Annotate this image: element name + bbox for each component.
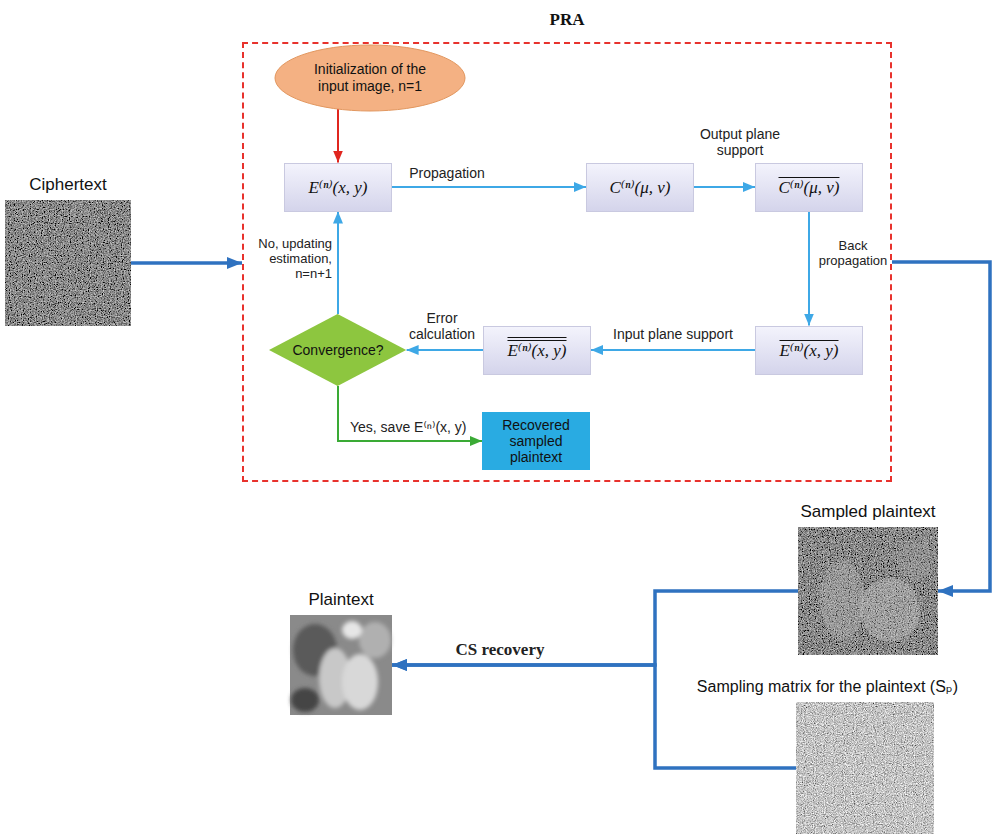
edge-label: Error calculation xyxy=(404,310,480,342)
math-label: E⁽ⁿ⁾(x, y) xyxy=(507,340,566,361)
image-heading: Sampling matrix for the plaintext (Sₚ) xyxy=(695,677,960,697)
image-panel: Sampled plaintext xyxy=(798,527,938,655)
process-box: E⁽ⁿ⁾(x, y) xyxy=(483,326,591,375)
process-box: E⁽ⁿ⁾(x, y) xyxy=(284,163,392,212)
connector-arrow xyxy=(694,186,755,188)
connector-arrow xyxy=(337,109,339,162)
connector-arrow xyxy=(892,262,990,591)
diamond-fill xyxy=(269,314,406,386)
edge-label: CS recovery xyxy=(410,640,590,660)
math-label: C⁽ⁿ⁾(μ, ν) xyxy=(779,177,840,198)
connector-arrow xyxy=(131,261,242,265)
init-oval: Initialization of the input image, n=1 xyxy=(275,45,465,111)
decision-diamond: Convergence? xyxy=(269,314,406,386)
connector-arrow xyxy=(338,386,482,441)
connector-arrow xyxy=(808,212,810,326)
node-label: Initialization of the input image, n=1 xyxy=(300,61,441,95)
pra-region: PRAInitialization of the input image, n=… xyxy=(242,42,892,482)
process-box: C⁽ⁿ⁾(μ, ν) xyxy=(586,163,694,212)
image-heading: Plaintext xyxy=(306,590,375,610)
connector-arrow xyxy=(337,212,339,315)
sampling-matrix-image xyxy=(796,702,934,834)
math-label: C⁽ⁿ⁾(μ, ν) xyxy=(610,177,671,198)
process-box: C⁽ⁿ⁾(μ, ν) xyxy=(755,163,863,212)
edge-label: No, updating estimation, n=n+1 xyxy=(258,236,332,281)
process-box: E⁽ⁿ⁾(x, y) xyxy=(755,326,863,375)
math-label: E⁽ⁿ⁾(x, y) xyxy=(308,177,367,198)
image-heading: Ciphertext xyxy=(27,175,108,195)
image-panel: Ciphertext xyxy=(5,200,131,326)
edge-label: Back propagation xyxy=(814,238,892,268)
region-title: PRA xyxy=(244,10,890,30)
node-label: Convergence? xyxy=(292,342,383,358)
edge-label: Propagation xyxy=(400,165,494,181)
result-box: Recovered sampled plaintext xyxy=(482,412,590,470)
sampled-plaintext-image xyxy=(798,527,938,655)
edge-label: Yes, save E⁽ⁿ⁾(x, y) xyxy=(350,419,480,435)
connector-arrow xyxy=(392,186,586,188)
connector-arrow xyxy=(392,591,798,665)
edge-label: Input plane support xyxy=(596,326,750,342)
ciphertext-image xyxy=(5,200,131,326)
edge-label: Output plane support xyxy=(690,126,790,158)
plaintext-image xyxy=(290,615,392,715)
image-heading: Sampled plaintext xyxy=(798,502,937,522)
node-label: Recovered sampled plaintext xyxy=(488,417,584,465)
image-panel: Plaintext xyxy=(290,615,392,715)
math-label: E⁽ⁿ⁾(x, y) xyxy=(779,340,838,361)
connector-arrow xyxy=(407,349,483,351)
oval-fill xyxy=(275,45,465,111)
image-panel: Sampling matrix for the plaintext (Sₚ) xyxy=(796,702,934,834)
connector-arrow xyxy=(591,349,755,351)
